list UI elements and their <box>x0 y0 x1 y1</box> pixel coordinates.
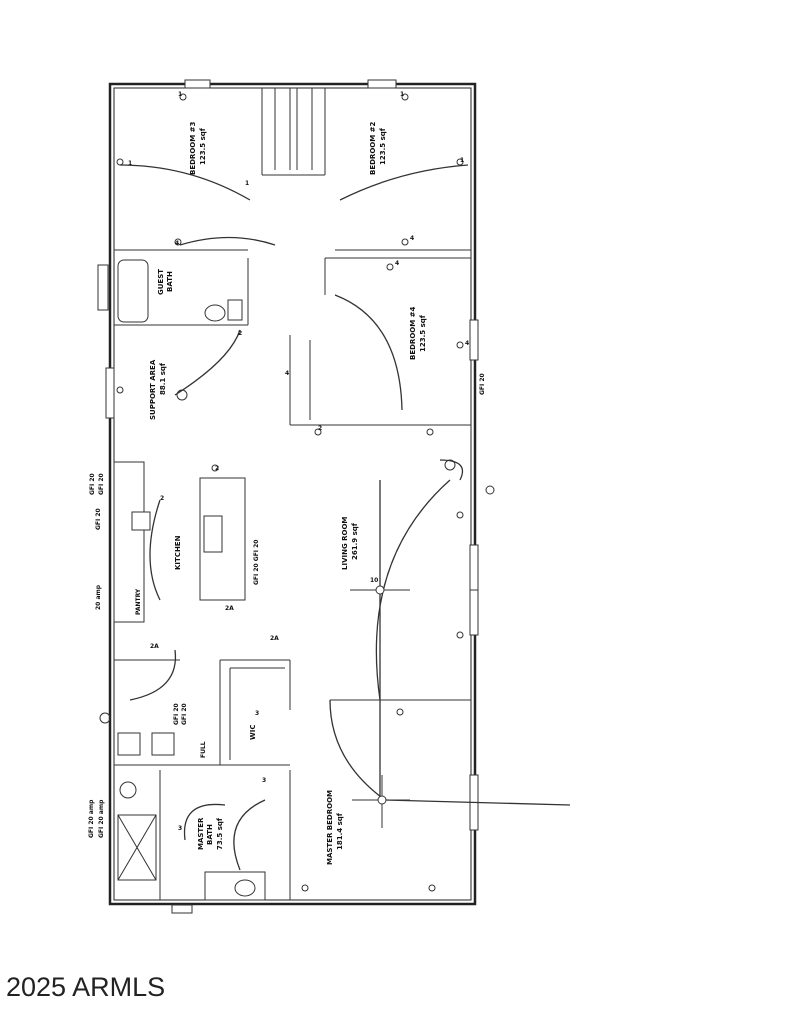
room-labels: BEDROOM #3 123.5 sqf BEDROOM #2 123.5 sq… <box>135 122 427 865</box>
circuit-mark: 2A <box>150 643 159 650</box>
wiring-arcs <box>119 164 571 871</box>
master-bath-label: MASTER <box>197 817 205 850</box>
interior-walls <box>113 88 471 901</box>
gfi-note-1: GFI 20 <box>89 473 96 495</box>
circuit-mark: 1 <box>400 91 404 98</box>
circuit-mark: 3 <box>178 825 182 832</box>
bedroom-3-label: BEDROOM #2 <box>369 122 377 175</box>
fixtures <box>117 259 256 897</box>
ceiling-fans <box>350 565 410 828</box>
circuit-mark: 2 <box>160 495 164 502</box>
bedroom-4-area: 123.5 sqf <box>419 314 427 352</box>
gfi-laundry-2: GFI 20 <box>181 703 188 725</box>
exterior-note: GFI 20 amp <box>98 799 105 838</box>
living-room-label: LIVING ROOM <box>341 517 349 570</box>
circuit-marks: 1 1 1 1 1 4 4 4 4 4 2 2 2 2 3 3 3 2A 2A 2A 10 <box>128 91 469 832</box>
master-bath-area: 73.5 sqf <box>216 817 224 850</box>
circuit-mark: 10 <box>370 577 378 584</box>
circuit-mark: 4 <box>465 340 469 347</box>
support-area-label: SUPPORT AREA <box>149 359 157 420</box>
living-room-area: 261.9 sqf <box>351 522 359 560</box>
bedroom-2-label: BEDROOM #3 <box>189 122 197 175</box>
support-area-size: 88.1 sqf <box>159 362 167 395</box>
gfi-note-2: GFI 20 <box>98 473 105 495</box>
circuit-mark: 1 <box>178 91 182 98</box>
windows <box>97 79 479 914</box>
gfi-exterior: GFI 20 amp <box>88 799 95 838</box>
master-bedroom-area: 181.4 sqf <box>336 812 344 850</box>
circuit-mark: 4 <box>175 240 179 247</box>
kitchen-label: KITCHEN <box>174 535 182 570</box>
exterior-walls <box>108 82 477 906</box>
gfi-note-5: GFI 20 <box>479 373 486 395</box>
circuit-mark: 1 <box>128 160 132 167</box>
circuit-mark: 3 <box>255 710 259 717</box>
circuit-mark: 2A <box>270 635 279 642</box>
bedroom-3-area: 123.5 sqf <box>379 127 387 165</box>
circuit-mark: 1 <box>460 157 464 164</box>
copyright-watermark: 2025 ARMLS <box>6 972 166 1002</box>
guest-bath-label: GUEST <box>157 269 165 295</box>
master-bedroom-label: MASTER BEDROOM <box>326 790 334 865</box>
circuit-mark: 1 <box>245 180 249 187</box>
outlet-symbols <box>99 93 495 892</box>
master-bath-sub: BATH <box>206 824 214 845</box>
circuit-mark: 2 <box>238 330 242 337</box>
electrical-notes: GFI 20 GFI 20 GFI 20 GFI 20 GFI 20 GFI 2… <box>88 373 486 838</box>
bedroom-2-area: 123.5 sqf <box>199 127 207 165</box>
full-bath-label: FULL <box>200 741 207 758</box>
wic-label: WIC <box>249 725 257 740</box>
pantry-label: PANTRY <box>135 588 142 615</box>
circuit-mark: 3 <box>262 777 266 784</box>
amp-note: 20 amp <box>95 584 102 610</box>
circuit-mark: 2 <box>215 465 219 472</box>
gfi-note-4: GFI 20 GFI 20 <box>253 540 260 585</box>
gfi-laundry: GFI 20 <box>173 703 180 725</box>
circuit-mark: 4 <box>285 370 289 377</box>
guest-bath-sub: BATH <box>166 271 174 292</box>
circuit-mark: 2A <box>225 605 234 612</box>
circuit-mark: 4 <box>410 235 414 242</box>
circuit-mark: 2 <box>318 425 322 432</box>
gfi-note-3: GFI 20 <box>95 508 102 530</box>
circuit-mark: 4 <box>395 260 399 267</box>
bedroom-4-label: BEDROOM #4 <box>409 307 417 360</box>
